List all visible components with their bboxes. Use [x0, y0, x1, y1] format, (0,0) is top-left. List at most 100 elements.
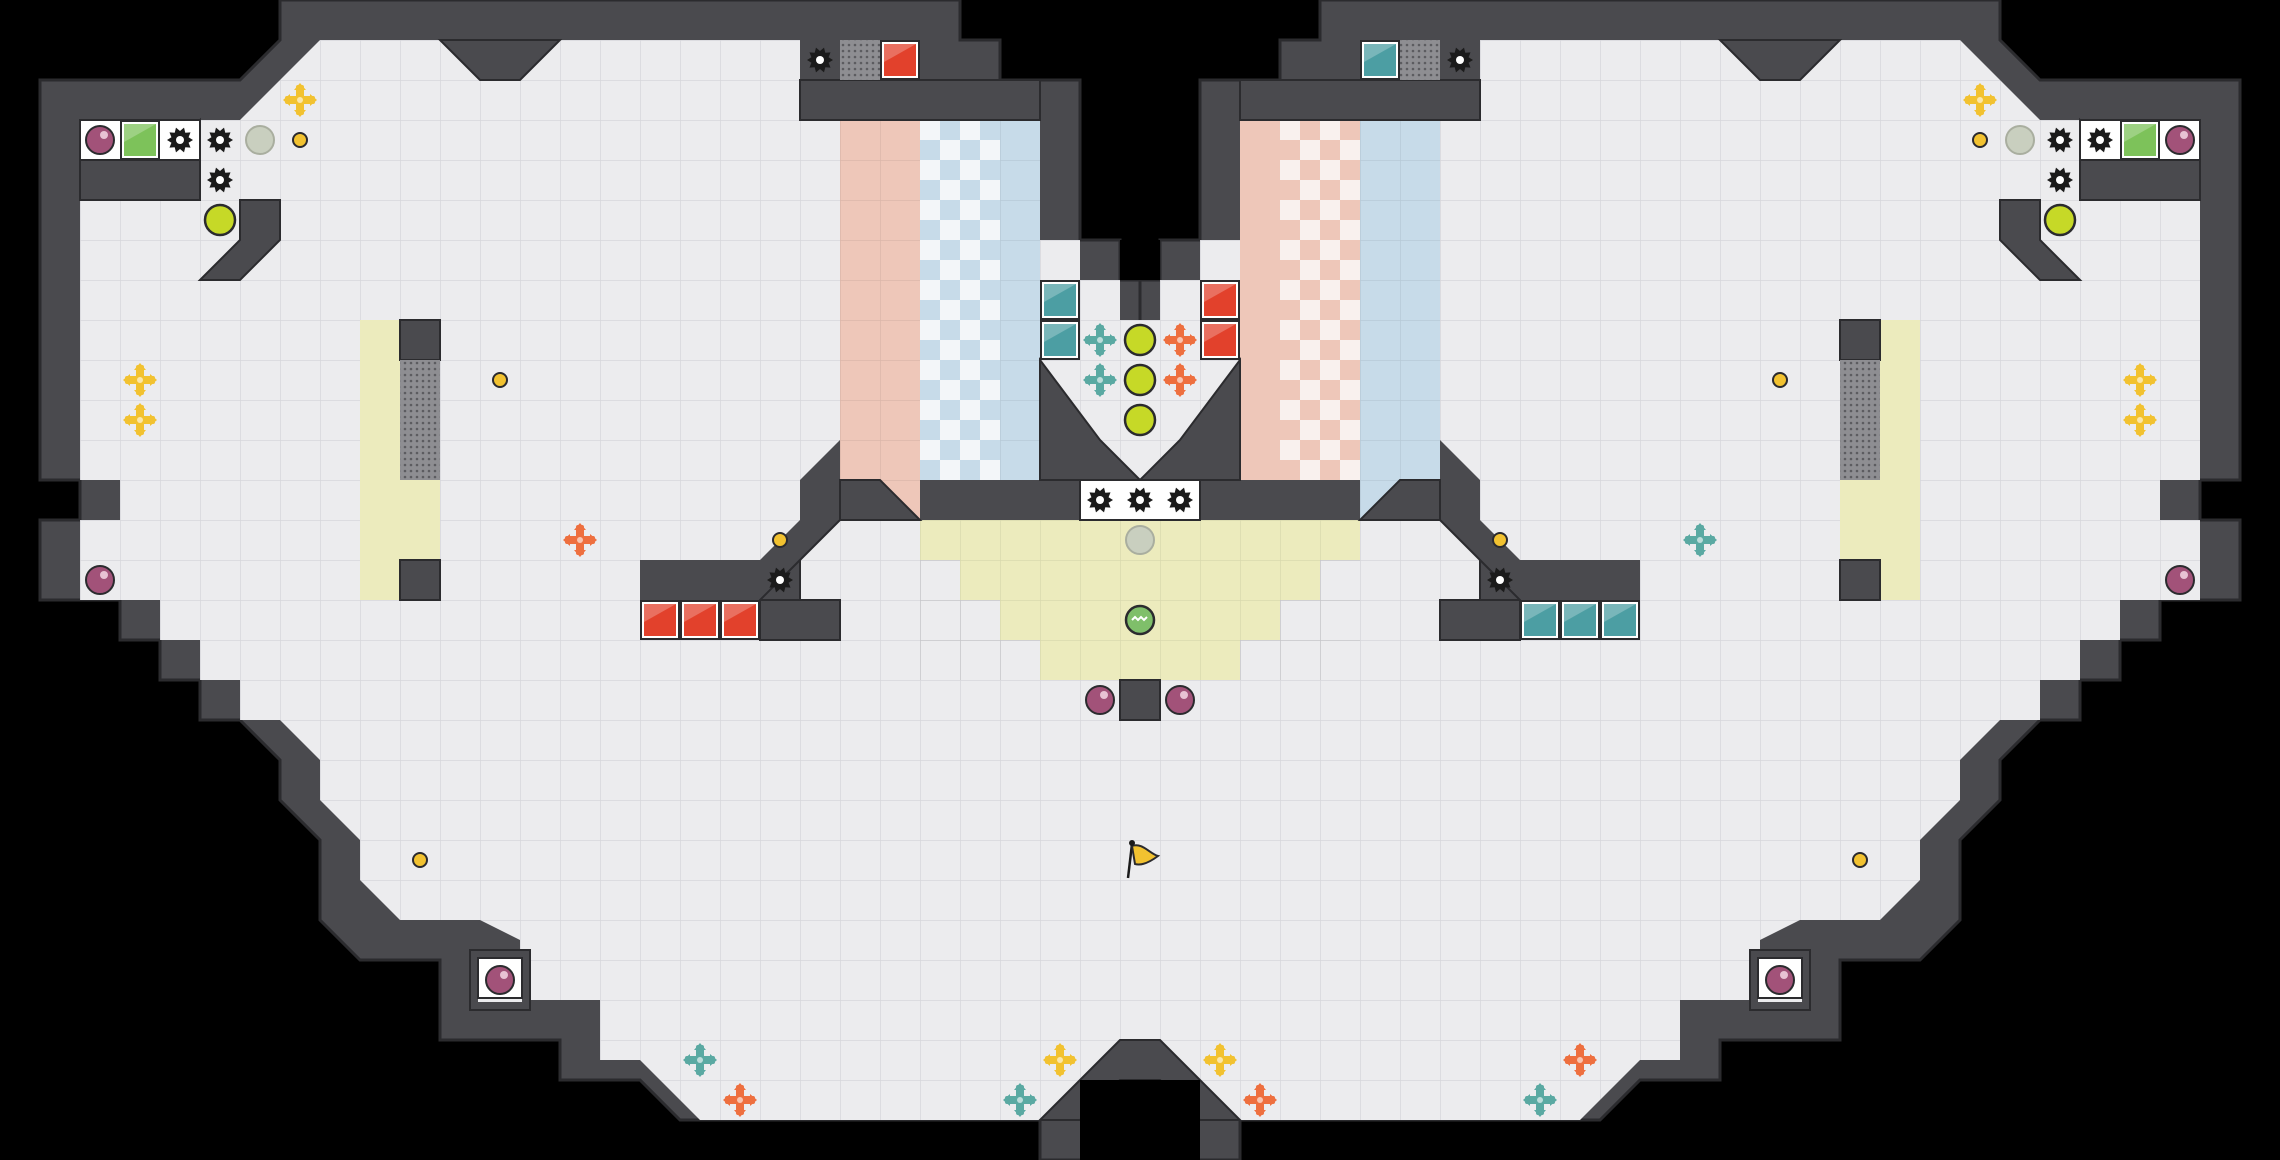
- cross-pad-icon: [2123, 363, 2157, 397]
- coin-icon: [772, 532, 788, 548]
- green-block-icon: [2120, 120, 2160, 160]
- pale-yellow-left-strip: [360, 320, 400, 600]
- red-block-icon: [640, 600, 680, 640]
- cross-pad-icon: [1043, 1043, 1077, 1077]
- ledge-top-center-right: [1239, 79, 1481, 121]
- cross-pad-icon: [123, 363, 157, 397]
- ledge-top-center-left: [799, 79, 1041, 121]
- cross-pad-icon: [563, 523, 597, 557]
- orb-icon: [485, 965, 515, 995]
- cross-pad-icon: [1243, 1083, 1277, 1117]
- cross-pad-icon: [1683, 523, 1717, 557]
- coin-icon: [292, 132, 308, 148]
- center-block: [1119, 679, 1161, 721]
- checker-blue-column-left: [920, 120, 1000, 480]
- sawblade-icon: [207, 167, 233, 193]
- coin-icon: [1852, 852, 1868, 868]
- teal-block-icon: [1040, 280, 1080, 320]
- lime-switch-icon: [1123, 403, 1157, 437]
- cross-pad-icon: [1003, 1083, 1037, 1117]
- coin-icon: [1972, 132, 1988, 148]
- red-block-icon: [720, 600, 760, 640]
- green-block-icon: [120, 120, 160, 160]
- cross-pad-icon: [1163, 363, 1197, 397]
- lime-switch-icon: [2043, 203, 2077, 237]
- pale-blue-column-right-grid: [1360, 120, 1440, 520]
- checker-red-column-right: [1280, 120, 1360, 480]
- pillar-left-top: [399, 319, 441, 361]
- ledge-right-diagonal: [1999, 199, 2083, 281]
- bottom-center-gap: [1080, 1080, 1200, 1160]
- pale-red-column-right: [1240, 120, 1280, 480]
- mesh-column-left: [400, 360, 440, 480]
- sawblade-icon: [207, 127, 233, 153]
- lime-switch-icon: [1123, 363, 1157, 397]
- sawblade-icon: [2087, 127, 2113, 153]
- teal-block-icon: [1040, 320, 1080, 360]
- orb-icon: [1165, 685, 1195, 715]
- teal-block-icon: [1360, 40, 1400, 80]
- grey-switch-icon: [245, 125, 275, 155]
- teal-block-icon: [1560, 600, 1600, 640]
- spring-icon: [1124, 604, 1156, 636]
- cross-pad-icon: [2123, 403, 2157, 437]
- mesh-block-top-left: [840, 40, 880, 80]
- zone-layer: [360, 120, 1920, 680]
- pillar-right-top: [1839, 319, 1881, 361]
- cross-pad-icon: [283, 83, 317, 117]
- sawblade-icon: [1487, 567, 1513, 593]
- center-funnel-wall: [1039, 357, 1241, 482]
- sawblade-icon: [767, 567, 793, 593]
- red-block-icon: [1200, 320, 1240, 360]
- sawblade-icon: [807, 47, 833, 73]
- cross-pad-icon: [723, 1083, 757, 1117]
- center-top-gap: [1120, 240, 1160, 280]
- coin-icon: [412, 852, 428, 868]
- pale-yellow-right-strip: [1880, 320, 1920, 600]
- red-block-icon: [1200, 280, 1240, 320]
- teal-block-icon: [1600, 600, 1640, 640]
- cross-pad-icon: [1203, 1043, 1237, 1077]
- sawblade-icon: [2047, 167, 2073, 193]
- sawblade-icon: [1447, 47, 1473, 73]
- ledge-top-right-notch: [1717, 39, 1843, 81]
- flag-icon: [1126, 840, 1161, 879]
- sawblade-icon: [2047, 127, 2073, 153]
- cross-pad-icon: [1523, 1083, 1557, 1117]
- cross-pad-icon: [1963, 83, 1997, 117]
- pillar-right-bottom: [1839, 559, 1881, 601]
- pale-blue-column-left-grid: [1000, 120, 1040, 480]
- grey-switch-icon: [1125, 525, 1155, 555]
- cross-pad-icon: [1163, 323, 1197, 357]
- sawblade-icon: [1127, 487, 1153, 513]
- coin-icon: [1772, 372, 1788, 388]
- pale-red-column-left-grid: [840, 120, 920, 520]
- orb-icon: [1765, 965, 1795, 995]
- sawblade-icon: [1087, 487, 1113, 513]
- sawblade-icon: [167, 127, 193, 153]
- mesh-block-top-right: [1400, 40, 1440, 80]
- cross-pad-icon: [1083, 363, 1117, 397]
- grey-switch-icon: [2005, 125, 2035, 155]
- pale-yellow-left-block: [400, 480, 440, 560]
- pale-yellow-right-block: [1840, 480, 1880, 560]
- cross-pad-icon: [123, 403, 157, 437]
- coin-icon: [492, 372, 508, 388]
- orb-icon: [1085, 685, 1115, 715]
- object-layer: [79, 40, 2201, 1117]
- sawblade-icon: [1167, 487, 1193, 513]
- orb-icon: [85, 125, 115, 155]
- pillar-left-bottom: [399, 559, 441, 601]
- mesh-blocks: [400, 40, 1880, 480]
- orb-icon: [2165, 565, 2195, 595]
- coin-icon: [1492, 532, 1508, 548]
- orb-icon: [85, 565, 115, 595]
- step-right: [1357, 479, 1521, 641]
- step-left: [759, 479, 923, 641]
- red-block-icon: [880, 40, 920, 80]
- mesh-column-right: [1840, 360, 1880, 480]
- cross-pad-icon: [1563, 1043, 1597, 1077]
- lime-switch-icon: [1123, 323, 1157, 357]
